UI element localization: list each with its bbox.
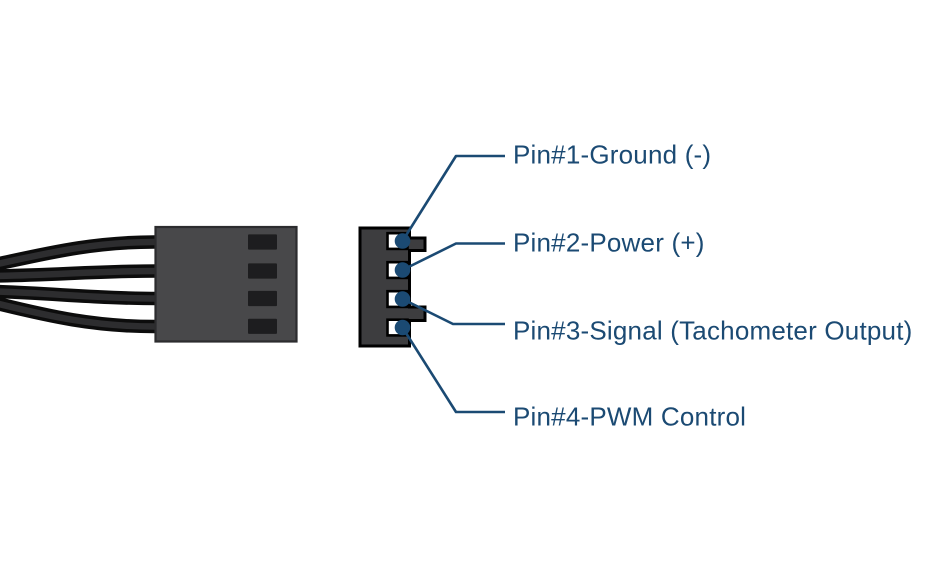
pin-2-label: Pin#2-Power (+) bbox=[513, 227, 705, 258]
fan-plug-slot-4 bbox=[248, 318, 277, 334]
wire-4-core bbox=[0, 300, 159, 330]
pin-3-label: Pin#3-Signal (Tachometer Output) bbox=[513, 315, 913, 346]
pin-1-leader-line bbox=[401, 154, 505, 242]
leader-lines bbox=[401, 154, 505, 414]
wire-2-core bbox=[0, 267, 159, 280]
pin-contact-4 bbox=[394, 319, 411, 336]
pin-2-leader-line bbox=[401, 242, 505, 272]
pin-4-leader-line bbox=[401, 326, 505, 414]
fan-plug bbox=[154, 225, 298, 343]
fan-plug-slot-3 bbox=[248, 290, 277, 307]
wire-3-core bbox=[0, 288, 159, 302]
fan-plug-slot-2 bbox=[248, 263, 277, 279]
wire-1-core bbox=[0, 238, 159, 267]
fan-plug-slot-1 bbox=[248, 234, 277, 250]
pin-3-leader-line bbox=[401, 297, 505, 326]
pin-contact-3 bbox=[394, 291, 411, 307]
pin-contact-1 bbox=[394, 233, 411, 249]
pin-4-label: Pin#4-PWM Control bbox=[513, 401, 747, 432]
pin-contact-2 bbox=[394, 262, 411, 278]
fan-cable-wires bbox=[0, 235, 159, 334]
pin-contacts bbox=[394, 233, 411, 336]
fan-header bbox=[358, 226, 427, 348]
pin-1-label: Pin#1-Ground (-) bbox=[513, 139, 712, 170]
